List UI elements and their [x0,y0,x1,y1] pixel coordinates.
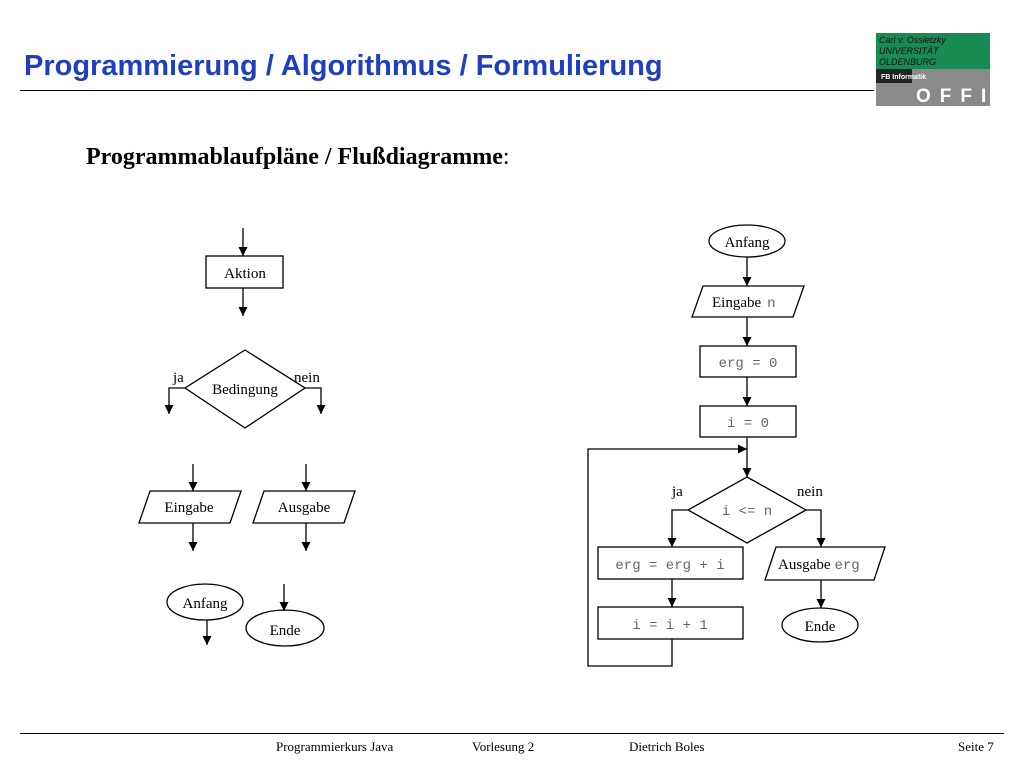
output-label: Ausgabe [278,500,331,516]
legend-output-symbol: Ausgabe [252,464,356,551]
algo-output-parallelogram [764,546,886,581]
arrow-no [305,387,326,414]
legend-input-symbol: Eingabe [138,464,242,551]
footer-page: Seite 7 [958,739,994,754]
logo-signature: Carl v. Ossietzky [879,35,946,45]
algo-label-no: nein [797,484,823,500]
logo-university: UNIVERSITÄT [879,46,940,56]
condition-label: Bedingung [212,382,278,398]
algo-start-label: Anfang [725,235,770,251]
algo-input-label: Eingabe n [712,295,776,312]
legend-action-symbol: Aktion [205,228,284,316]
logo-brand: OFFIS [916,86,990,106]
footer-lecture: Vorlesung 2 [472,739,535,754]
algo-init-erg-box [699,345,797,378]
logo-department: FB Informatik [881,74,926,81]
legend-end-symbol: Ende [245,584,325,647]
output-parallelogram [252,490,356,524]
algo-init-erg-label: erg = 0 [719,356,778,372]
algo-init-i-label: i = 0 [727,416,769,432]
legend-condition-symbol: Bedingung ja nein [164,349,326,429]
algo-input-var: n [767,296,775,312]
start-ellipse [166,583,244,621]
slide-title: Programmierung / Algorithmus / Formulier… [24,50,663,82]
algo-init-i-box [699,405,797,438]
subtitle-colon: : [502,144,510,170]
action-label: Aktion [224,266,266,282]
arrow-yes [164,387,185,414]
start-label: Anfang [183,596,228,612]
algo-condition-label: i <= n [722,504,772,520]
label-no: nein [294,370,320,386]
algo-increment-label: i = i + 1 [632,618,708,634]
algo-output-word: Ausgabe [778,557,831,573]
arrow-no [806,509,826,547]
title-rule [20,90,874,91]
algo-label-yes: ja [671,484,683,500]
arrow-yes [667,509,688,547]
algo-condition-diamond [686,476,808,544]
footer-rule [20,733,1004,734]
logo: Carl v. Ossietzky UNIVERSITÄT OLDENBURG … [876,33,1008,107]
algo-add-label: erg = erg + i [615,558,724,574]
algo-add-box [597,546,744,580]
algo-input-word: Eingabe [712,295,761,311]
algo-end-label: Ende [805,619,836,635]
subtitle-bold: Programmablaufpläne / Flußdiagramme [86,144,503,170]
end-label: Ende [270,623,301,639]
input-parallelogram [138,490,242,524]
subtitle: Programmablaufpläne / Flußdiagramme: [86,144,510,171]
condition-diamond [183,349,307,429]
loop-back-arrow [587,444,747,667]
algo-increment-box [597,606,744,640]
end-ellipse [245,609,325,647]
legend-start-symbol: Anfang [166,583,244,645]
algo-end-ellipse [781,607,859,643]
input-label: Eingabe [164,500,213,516]
algo-output-var: erg [835,558,860,574]
logo-dept-band [876,69,912,83]
logo-green-band [876,33,990,69]
logo-city: OLDENBURG [879,57,936,67]
label-yes: ja [172,370,184,386]
algo-input-parallelogram [691,285,805,318]
footer-course: Programmierkurs Java [276,739,394,754]
action-box [205,255,284,289]
footer-author: Dietrich Boles [629,739,705,754]
